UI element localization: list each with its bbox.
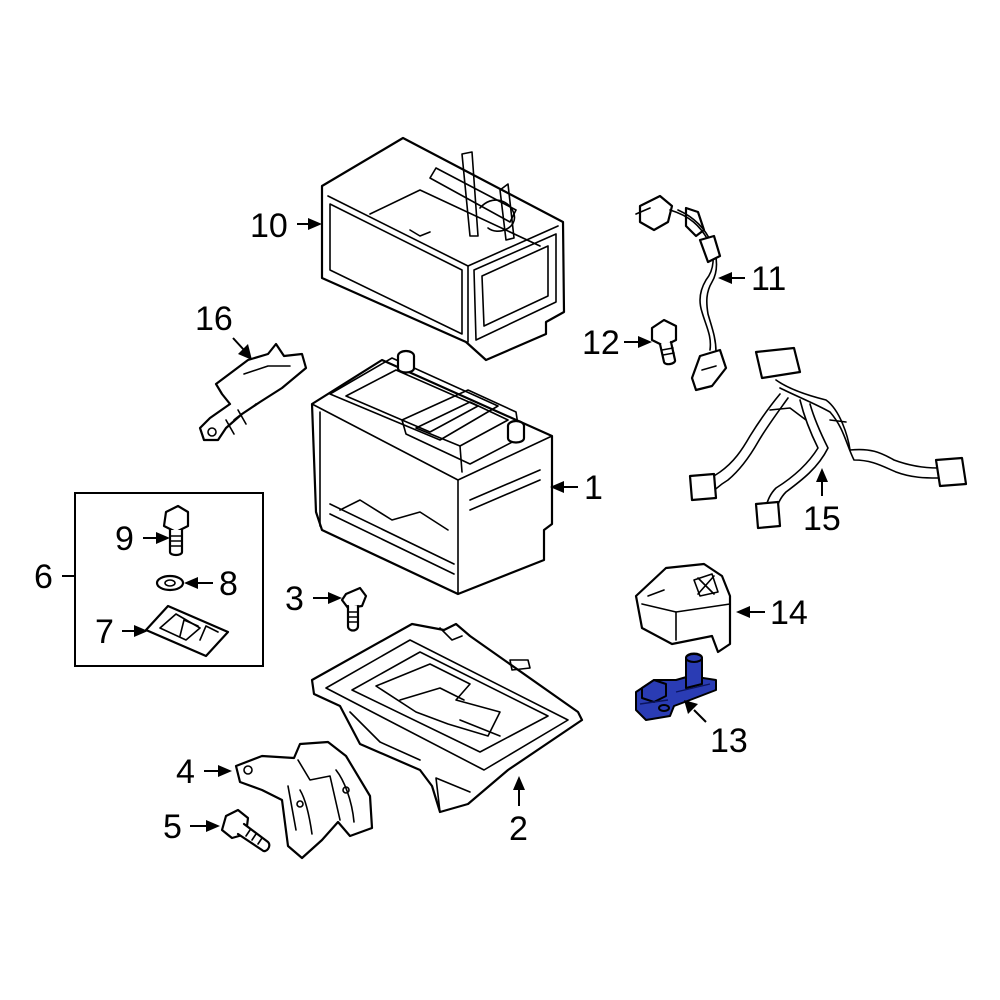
callout-4: 4 <box>176 753 195 791</box>
part-14-terminal-cover[interactable] <box>634 562 732 654</box>
callout-labels: 10 16 1 9 8 7 6 3 4 5 2 11 12 15 14 13 <box>34 207 841 848</box>
part-2-battery-tray[interactable] <box>310 622 584 814</box>
callout-3: 3 <box>285 580 304 618</box>
part-4-bracket[interactable] <box>234 740 374 860</box>
part-12-bolt[interactable] <box>650 318 678 366</box>
callout-12: 12 <box>582 324 620 362</box>
part-5-bolt[interactable] <box>220 808 271 853</box>
callout-16: 16 <box>195 300 233 338</box>
callout-11: 11 <box>751 260 786 298</box>
part-7-clamp[interactable] <box>144 604 230 658</box>
part-10-battery-box[interactable] <box>320 136 566 362</box>
leaders <box>62 218 828 832</box>
group-6-frame <box>74 492 264 667</box>
part-11-cable[interactable] <box>635 194 728 392</box>
callout-10: 10 <box>250 207 288 245</box>
part-8-washer[interactable] <box>155 574 185 592</box>
callout-2: 2 <box>509 810 528 848</box>
callout-1: 1 <box>584 469 603 507</box>
part-9-bolt[interactable] <box>162 504 190 557</box>
callout-9: 9 <box>115 520 134 558</box>
callout-14: 14 <box>770 594 808 632</box>
callout-6: 6 <box>34 558 53 596</box>
part-15-harness[interactable] <box>688 346 968 530</box>
callout-15: 15 <box>803 500 841 538</box>
part-3-bolt[interactable] <box>340 586 368 632</box>
part-16-clip[interactable] <box>198 342 308 442</box>
part-13-battery-terminal[interactable] <box>635 652 717 721</box>
part-1-battery[interactable] <box>310 349 554 596</box>
callout-8: 8 <box>219 565 238 603</box>
callout-7: 7 <box>95 613 114 651</box>
callout-13: 13 <box>710 722 748 760</box>
part-6-group <box>74 492 264 667</box>
callout-5: 5 <box>163 808 182 846</box>
